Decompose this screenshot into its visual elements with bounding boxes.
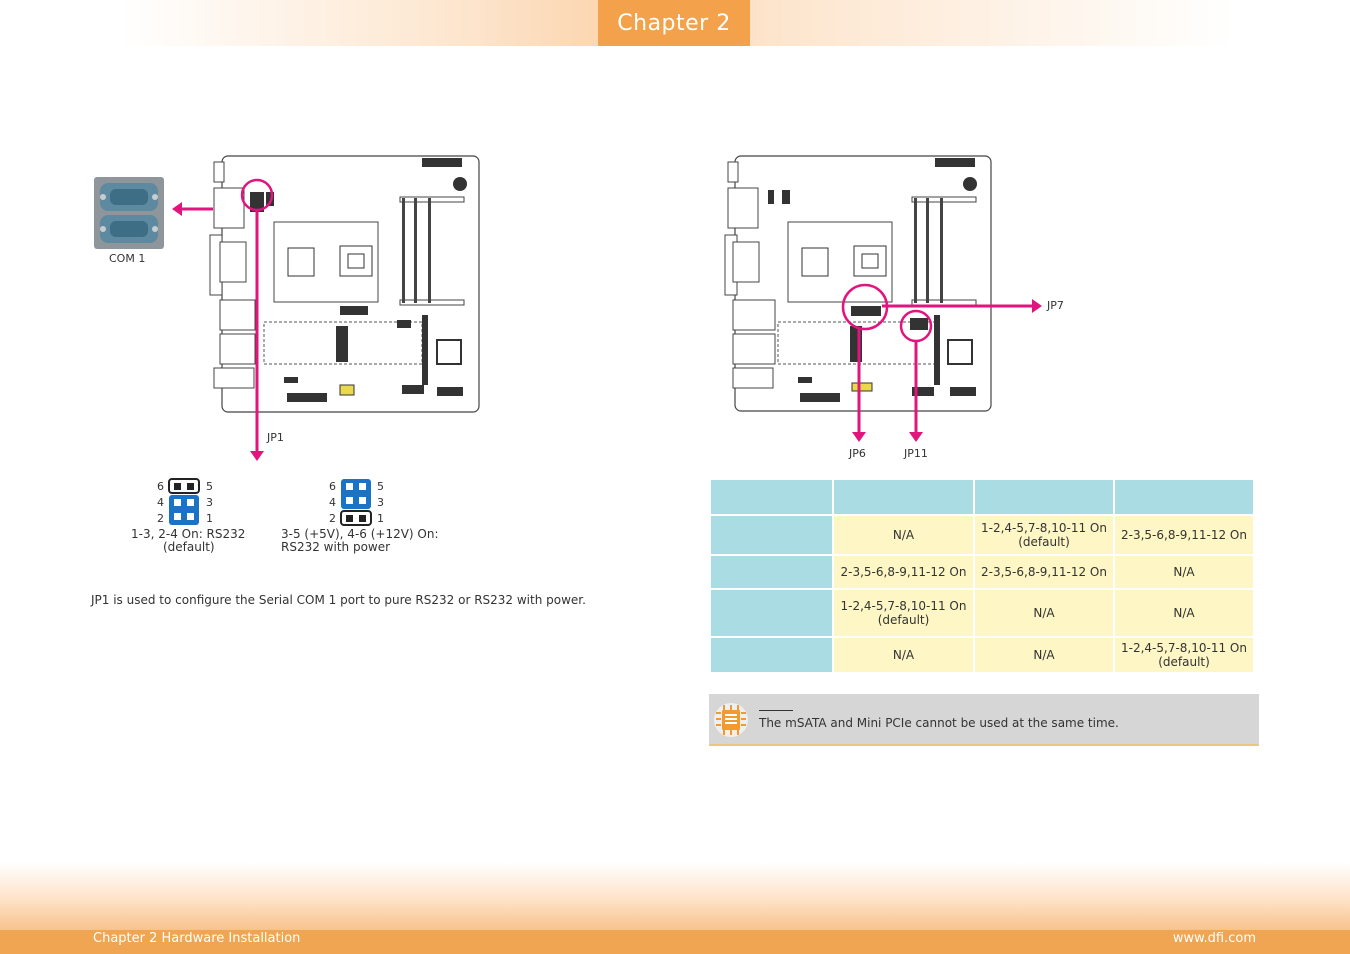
table-cell: 1-2,4-5,7-8,10-11 On(default) (1115, 638, 1253, 672)
jumper-diagram-default (168, 478, 200, 530)
jp1-description: JP1 is used to configure the Serial COM … (91, 593, 586, 607)
jp7-label: JP7 (1047, 299, 1064, 312)
table-cell: N/A (834, 516, 973, 554)
table-row-header (711, 516, 832, 554)
table-cell: 1-2,4-5,7-8,10-11 On(default) (975, 516, 1113, 554)
table-row-header (711, 556, 832, 588)
pin-numbers-right-2: 5 3 1 (377, 480, 384, 525)
footer-website: www.dfi.com (1172, 931, 1256, 946)
table-row-header (711, 590, 832, 636)
table-cell: N/A (1115, 556, 1253, 588)
table-row-header (711, 638, 832, 672)
table-row: N/A N/A 1-2,4-5,7-8,10-11 On(default) (711, 638, 1253, 672)
table-cell: N/A (975, 638, 1113, 672)
note-text: The mSATA and Mini PCIe cannot be used a… (759, 716, 1119, 730)
table-cell: 2-3,5-6,8-9,11-12 On (975, 556, 1113, 588)
table-cell: 1-2,4-5,7-8,10-11 On(default) (834, 590, 973, 636)
table-cell: N/A (1115, 590, 1253, 636)
table-cell: N/A (975, 590, 1113, 636)
com1-label: COM 1 (109, 252, 146, 265)
table-row: N/A 1-2,4-5,7-8,10-11 On(default) 2-3,5-… (711, 516, 1253, 554)
chapter-tab: Chapter 2 (598, 0, 750, 46)
note-box: The mSATA and Mini PCIe cannot be used a… (709, 694, 1259, 746)
jumper-config-table: N/A 1-2,4-5,7-8,10-11 On(default) 2-3,5-… (709, 478, 1255, 674)
jp1-label: JP1 (267, 431, 284, 444)
pin-numbers-left-1: 6 4 2 (157, 480, 164, 525)
note-title-underline (759, 710, 793, 711)
table-cell: 2-3,5-6,8-9,11-12 On (834, 556, 973, 588)
footer-bar (0, 930, 1350, 954)
jumper-diagram-power (340, 478, 372, 530)
pin-numbers-right-1: 5 3 1 (206, 480, 213, 525)
table-header-row (711, 480, 1253, 514)
table-row: 2-3,5-6,8-9,11-12 On 2-3,5-6,8-9,11-12 O… (711, 556, 1253, 588)
pin-numbers-left-2: 6 4 2 (329, 480, 336, 525)
right-board-diagram (720, 150, 1050, 450)
jumper-caption-default: 1-3, 2-4 On: RS232 (default) (131, 527, 246, 554)
table-row: 1-2,4-5,7-8,10-11 On(default) N/A N/A (711, 590, 1253, 636)
table-header-cell (834, 480, 973, 514)
footer-chapter-title: Chapter 2 Hardware Installation (93, 931, 301, 946)
table-header-cell (1115, 480, 1253, 514)
com-port-image (94, 177, 164, 249)
jp6-label: JP6 (849, 447, 866, 460)
footer-band (0, 862, 1350, 932)
table-cell: 2-3,5-6,8-9,11-12 On (1115, 516, 1253, 554)
table-cell: N/A (834, 638, 973, 672)
note-icon (713, 702, 749, 742)
table-header-cell (975, 480, 1113, 514)
jumper-caption-power: 3-5 (+5V), 4-6 (+12V) On: RS232 with pow… (281, 527, 439, 554)
table-header-cell (711, 480, 832, 514)
left-board-diagram (92, 150, 487, 465)
jp11-label: JP11 (904, 447, 928, 460)
